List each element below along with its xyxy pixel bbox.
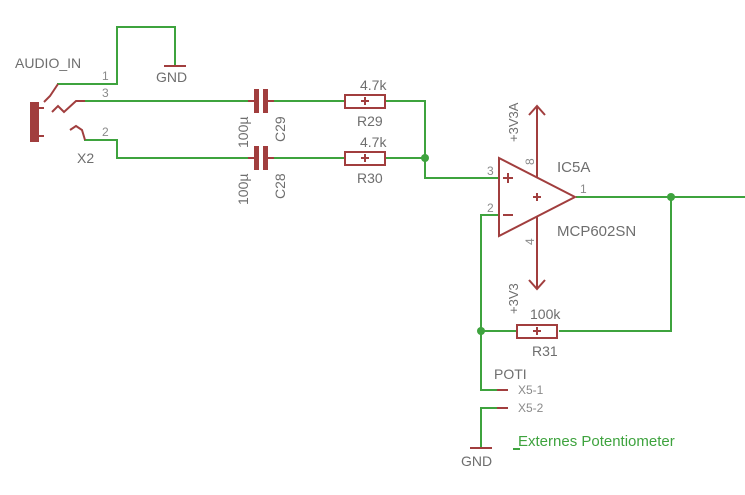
opamp-ic5a [498,104,578,291]
poti-label: POTI [494,366,527,382]
r30-name-label: R30 [357,170,383,186]
capacitor-c28 [248,146,274,170]
ic-part-label: MCP602SN [557,223,636,240]
jack-pin1-number: 1 [102,69,109,83]
audio-in-label: AUDIO_IN [15,55,81,71]
jack-contact-pin2 [69,124,86,141]
c29-name-label: C29 [272,116,288,142]
jack-body [30,102,39,142]
audio-jack [30,83,86,142]
opamp-pin-vdd-number: 8 [523,158,537,165]
wire-feedback-right [559,196,672,332]
opamp-pin-minus-number: 2 [487,201,494,215]
opamp-pin-plus-number: 3 [487,164,494,178]
junction-dot-input [421,154,429,162]
x5-2-label: X5-2 [518,401,544,415]
wire-junction-opamp-plus [424,157,498,179]
opamp-pin-out-number: 1 [580,182,587,196]
wire-opamp-minus-node [480,214,498,391]
jack-pin2-number: 2 [102,125,109,139]
gnd-bottom-label: GND [461,453,492,469]
r29-name-label: R29 [357,113,383,129]
ic-name-label: IC5A [557,159,590,176]
wire-x5-2-gnd [480,407,498,448]
capacitor-c29 [248,89,274,113]
c28-value-label: 100µ [235,174,251,205]
x2-label: X2 [77,150,94,166]
x5-1-label: X5-1 [518,383,544,397]
external-pot-note: Externes Potentiometer [518,433,675,450]
supply-top-label: +3V3A [506,102,521,142]
poti-connector [497,389,508,409]
r29-value-label: 4.7k [360,77,387,93]
c29-value-label: 100µ [235,117,251,148]
gnd-top-label: GND [156,69,187,85]
junction-dot-feedback [477,327,485,335]
wire-pin2-c28 [84,139,253,159]
r30-value-label: 4.7k [360,134,387,150]
resistor-r30 [344,151,386,166]
r31-value-label: 100k [530,306,561,322]
wire-jack-pin1-gnd [57,26,176,85]
jack-contact-pin3 [51,100,85,114]
opamp-pin-vss-number: 4 [523,238,537,245]
opamp-triangle [498,156,578,238]
jack-contact-pin1 [43,83,59,103]
resistor-r29 [344,94,386,109]
junction-dot-output [667,193,675,201]
resistor-r31 [516,324,558,339]
supply-bottom-label: +3V3 [506,283,521,314]
r31-name-label: R31 [532,343,558,359]
wires [57,26,745,448]
jack-pin3-number: 3 [102,86,109,100]
c28-name-label: C28 [272,173,288,199]
wire-r29-junction [386,100,426,159]
